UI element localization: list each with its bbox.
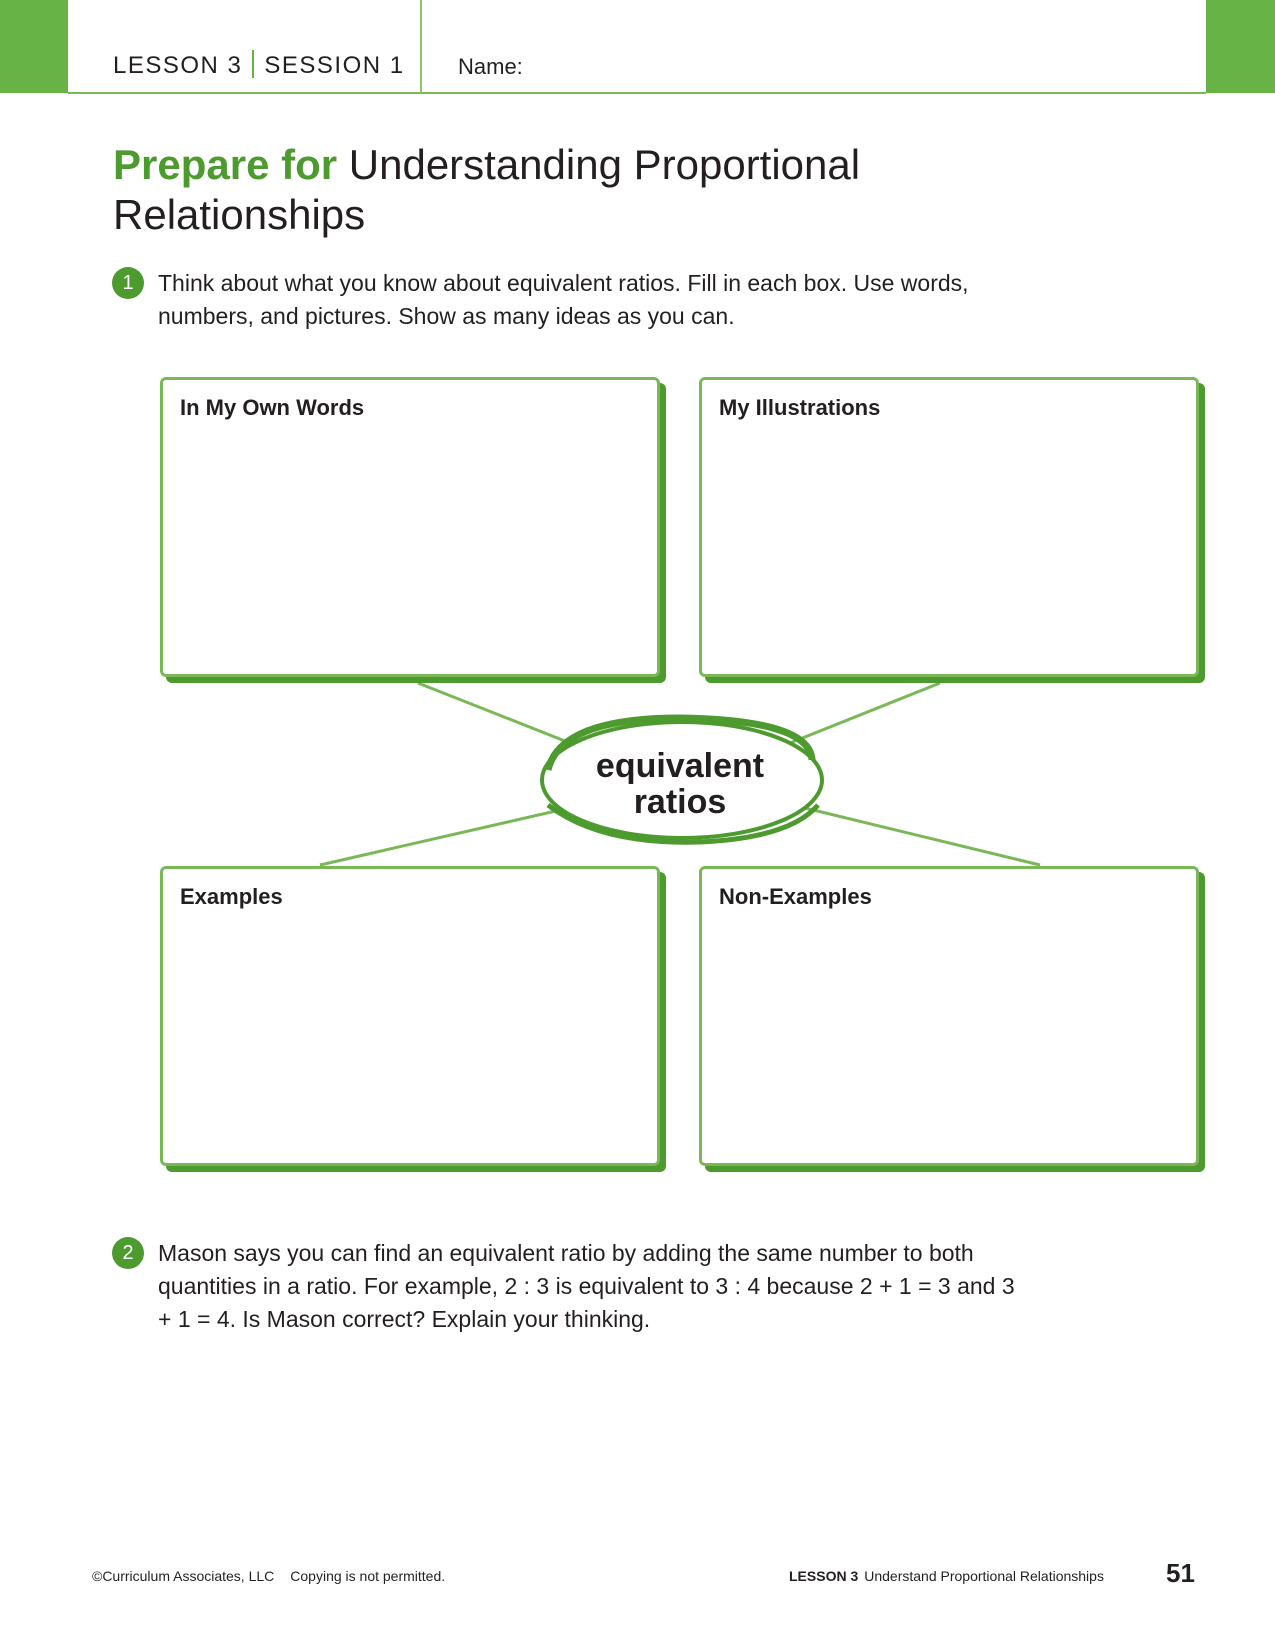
lesson-label: LESSON 3 <box>113 52 243 79</box>
connector-bottom-left <box>319 808 561 867</box>
page-title: Prepare for Understanding Proportional R… <box>113 140 1013 240</box>
question-1-badge: 1 <box>112 267 144 299</box>
session-label: SESSION 1 <box>264 52 405 79</box>
name-label: Name: <box>458 54 523 79</box>
center-oval <box>540 720 824 840</box>
title-line1: Understanding Proportional <box>348 141 861 188</box>
box-in-my-own-words[interactable]: In My Own Words <box>160 377 660 677</box>
box-title-non-examples: Non-Examples <box>719 884 872 909</box>
connector-top-right <box>784 681 941 747</box>
title-line2: Relationships <box>113 191 366 238</box>
connector-top-left <box>417 681 576 747</box>
copy-notice: Copying is not permitted. <box>290 1568 446 1584</box>
footer-lesson: LESSON 3 <box>789 1568 859 1584</box>
copyright-text: ©Curriculum Associates, LLC <box>92 1568 275 1584</box>
box-title-examples: Examples <box>180 884 283 909</box>
center-term-line1: equivalent <box>595 747 765 785</box>
center-term: equivalent ratios <box>560 748 800 820</box>
center-term-line2: ratios <box>633 783 727 821</box>
header-right-band <box>1206 0 1275 93</box>
box-my-illustrations[interactable]: My Illustrations <box>699 377 1199 677</box>
header-divider <box>68 92 1206 94</box>
question-2-badge: 2 <box>112 1237 144 1269</box>
box-title-my-illustrations: My Illustrations <box>719 395 881 420</box>
footer-right: LESSON 3 Understand Proportional Relation… <box>789 1568 1104 1584</box>
page-number: 51 <box>1166 1558 1195 1588</box>
lesson-separator <box>252 50 255 78</box>
header-left-band <box>0 0 68 93</box>
center-oval-accent-bottom <box>546 803 820 845</box>
center-oval-accent <box>544 714 816 771</box>
title-accent: Prepare for <box>113 141 338 188</box>
footer-left: ©Curriculum Associates, LLC Copying is no… <box>92 1568 445 1584</box>
question-2-text: Mason says you can find an equivalent ra… <box>158 1240 1015 1332</box>
lesson-session-label: LESSON 3 SESSION 1 <box>113 50 405 80</box>
question-1-text: Think about what you know about equivale… <box>158 270 969 329</box>
box-title-in-my-own-words: In My Own Words <box>180 395 365 420</box>
connector-bottom-right <box>804 806 1041 867</box>
header-vertical-divider <box>420 0 422 93</box>
footer-lesson-title: Understand Proportional Relationships <box>864 1568 1104 1584</box>
box-examples[interactable]: Examples <box>160 866 660 1166</box>
box-non-examples[interactable]: Non-Examples <box>699 866 1199 1166</box>
